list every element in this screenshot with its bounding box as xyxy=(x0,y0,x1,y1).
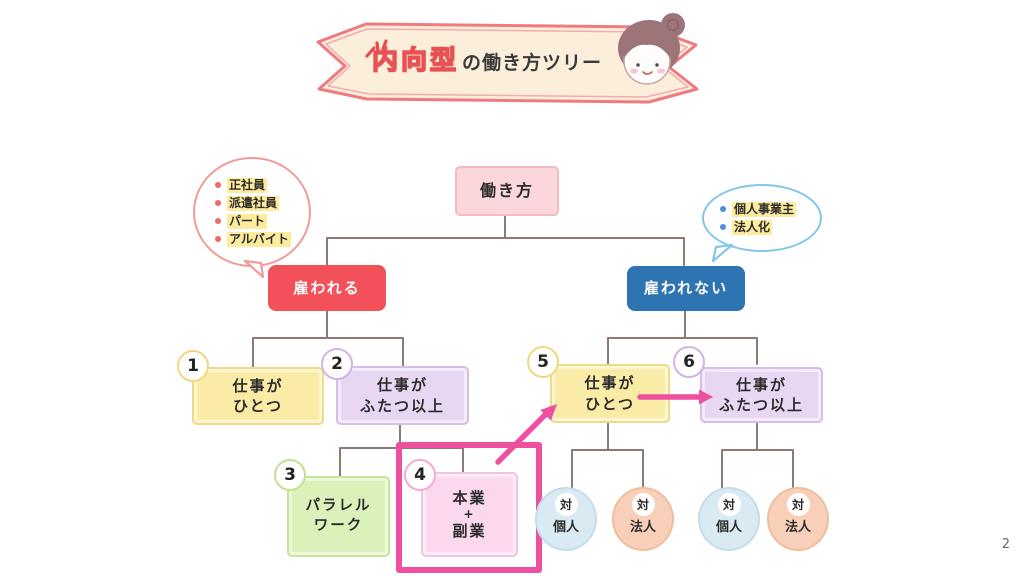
bubble-tail xyxy=(711,244,734,263)
node-label: 雇われない xyxy=(643,279,729,298)
not-employed-node: 雇われない xyxy=(627,266,745,311)
node-5-one-job: 仕事が ひとつ xyxy=(550,364,670,423)
ribbon-shape xyxy=(316,22,699,104)
node-label: ひとつ xyxy=(585,394,635,413)
node-6-multiple-jobs: 仕事が ふたつ以上 xyxy=(700,367,823,423)
bullet-icon xyxy=(720,206,726,212)
leaf-bottom-label: 法人 xyxy=(784,520,811,535)
node-1-one-job: 仕事が ひとつ xyxy=(192,367,324,425)
leaf-top-label: 対 xyxy=(791,498,804,512)
node-3-parallel-work: パラレル ワーク xyxy=(287,476,390,557)
banner-title-highlight: 内向型 xyxy=(371,45,460,77)
list-item-label: アルバイト xyxy=(227,231,291,247)
node-label: ふたつ以上 xyxy=(718,396,804,414)
tai-circle: 対 xyxy=(786,493,810,516)
node-4-main-plus-side-job: 本業 + 副業 xyxy=(421,472,518,557)
sparkle-icon xyxy=(365,39,388,58)
list-item-label: 正社員 xyxy=(227,177,268,193)
leaf-corporate-clients-2: 対 法人 xyxy=(767,487,829,551)
badge-number: 1 xyxy=(187,356,199,376)
independent-types-bubble: 個人事業主 法人化 xyxy=(702,184,822,252)
node-label: 本業 xyxy=(452,489,487,508)
root-node-work-style: 働き方 xyxy=(455,166,559,216)
list-item: 正社員 xyxy=(215,177,309,193)
node-label: + xyxy=(463,507,476,522)
title-banner: 内向型 の働き方ツリー xyxy=(312,10,707,108)
node-2-multiple-jobs: 仕事が ふたつ以上 xyxy=(336,366,469,425)
node-6-badge: 6 xyxy=(673,346,705,378)
bullet-icon xyxy=(215,182,221,188)
node-label: ワーク xyxy=(313,517,364,534)
girl-avatar xyxy=(618,13,685,85)
banner-title-rest: の働き方ツリー xyxy=(462,52,603,74)
node-label: 仕事が xyxy=(735,375,787,394)
badge-number: 4 xyxy=(414,465,426,485)
node-label: 仕事が xyxy=(584,374,636,393)
bullet-icon xyxy=(215,236,221,242)
node-4-badge: 4 xyxy=(404,459,436,491)
leaf-individual-clients-1: 対 個人 xyxy=(535,487,597,551)
tai-circle: 対 xyxy=(717,493,741,516)
badge-number: 5 xyxy=(537,352,549,372)
list-item-label: 派遣社員 xyxy=(227,195,280,211)
list-item-label: 法人化 xyxy=(732,219,773,235)
leaf-bottom-label: 個人 xyxy=(552,520,579,535)
node-label: 仕事が xyxy=(376,376,428,395)
badge-number: 3 xyxy=(284,465,296,485)
badge-number: 2 xyxy=(331,354,343,374)
leaf-top-label: 対 xyxy=(559,498,572,512)
bullet-icon xyxy=(215,200,221,206)
tai-circle: 対 xyxy=(554,493,578,516)
node-label: パラレル xyxy=(305,497,372,514)
node-3-badge: 3 xyxy=(274,459,306,491)
list-item: 派遣社員 xyxy=(215,195,309,211)
employed-node: 雇われる xyxy=(268,265,386,311)
leaf-bottom-label: 法人 xyxy=(629,520,656,535)
list-item: 個人事業主 xyxy=(720,201,820,217)
node-label: 仕事が xyxy=(232,376,284,395)
bullet-icon xyxy=(720,224,726,230)
leaf-top-label: 対 xyxy=(722,498,735,512)
node-label: 働き方 xyxy=(479,181,534,201)
list-item: 法人化 xyxy=(720,219,820,235)
node-1-badge: 1 xyxy=(177,350,209,382)
banner-title: 内向型 の働き方ツリー xyxy=(371,40,603,77)
list-item: パート xyxy=(215,213,309,229)
node-2-badge: 2 xyxy=(321,348,353,380)
node-label: ひとつ xyxy=(233,397,283,415)
leaf-bottom-label: 個人 xyxy=(715,520,742,535)
badge-number: 6 xyxy=(683,352,695,372)
list-item: アルバイト xyxy=(215,231,309,247)
leaf-top-label: 対 xyxy=(636,498,649,512)
page-number: 2 xyxy=(1001,537,1010,552)
node-label: 雇われる xyxy=(293,278,361,297)
node-5-badge: 5 xyxy=(527,346,559,378)
tai-circle: 対 xyxy=(631,493,655,516)
leaf-individual-clients-2: 対 個人 xyxy=(698,487,760,551)
node-label: 副業 xyxy=(452,521,487,540)
node-label: ふたつ以上 xyxy=(359,396,445,415)
bubble-tail xyxy=(243,260,265,279)
bullet-icon xyxy=(215,218,221,224)
list-item-label: 個人事業主 xyxy=(732,201,797,217)
employed-types-bubble: 正社員 派遣社員 パート アルバイト xyxy=(193,157,311,267)
list-item-label: パート xyxy=(227,213,268,229)
leaf-corporate-clients-1: 対 法人 xyxy=(612,487,674,551)
